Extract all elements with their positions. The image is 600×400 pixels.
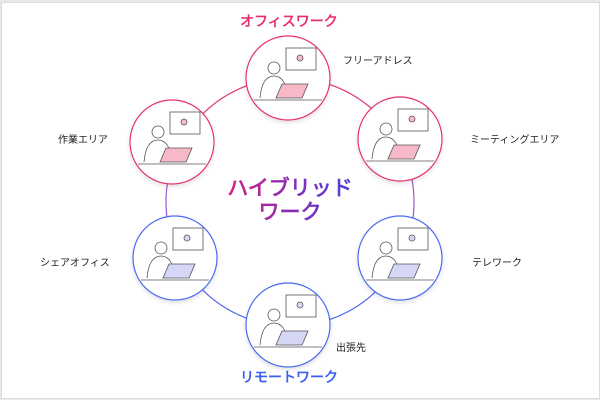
center-title-line2: ワーク xyxy=(258,200,322,224)
node-meeting-area xyxy=(357,96,443,182)
label-telework: テレワーク xyxy=(472,258,522,269)
category-office-work: オフィスワーク xyxy=(240,14,338,30)
telework-illustration-icon xyxy=(366,227,434,281)
center-title: ハイブリッド ワーク xyxy=(210,176,370,224)
node-shared-office xyxy=(132,215,218,301)
label-work-area: 作業エリア xyxy=(58,135,108,146)
node-free-address xyxy=(245,35,331,121)
free-address-illustration-icon xyxy=(254,47,322,101)
center-title-line1: ハイブリッド xyxy=(227,176,353,200)
meeting-area-illustration-icon xyxy=(366,108,434,162)
label-free-address: フリーアドレス xyxy=(343,56,413,67)
node-work-area xyxy=(129,99,215,185)
node-telework xyxy=(357,215,443,301)
shared-office-illustration-icon xyxy=(141,227,209,281)
business-trip-illustration-icon xyxy=(254,294,322,348)
label-meeting-area: ミーティングエリア xyxy=(470,135,560,146)
node-business-trip xyxy=(245,282,331,368)
category-remote-work: リモートワーク xyxy=(240,370,338,386)
label-shared-office: シェアオフィス xyxy=(40,258,110,269)
work-area-illustration-icon xyxy=(138,111,206,165)
label-business-trip: 出張先 xyxy=(336,343,366,354)
